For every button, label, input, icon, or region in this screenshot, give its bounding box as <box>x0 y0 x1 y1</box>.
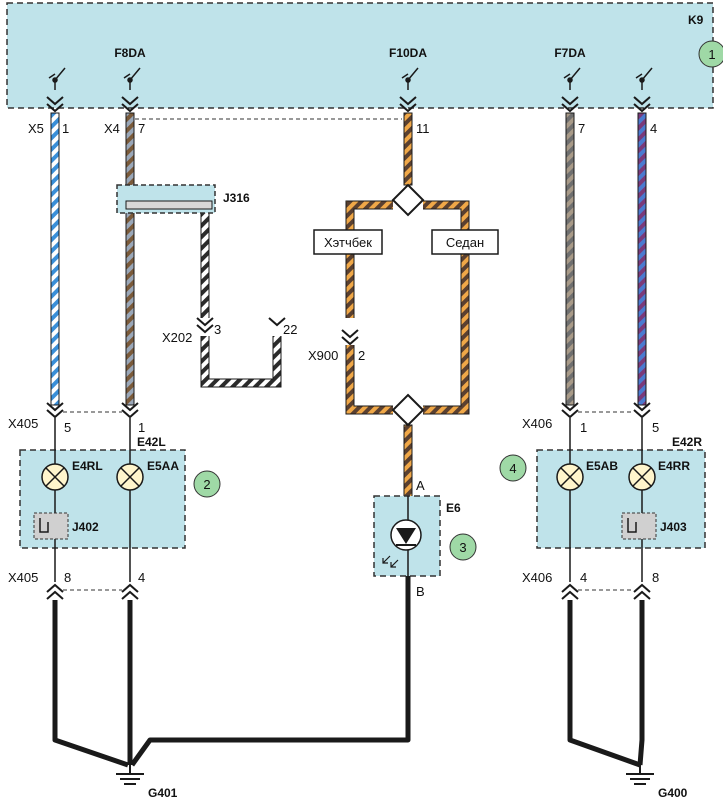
svg-text:Седан: Седан <box>446 235 484 250</box>
x405-bottom: X405 8 4 <box>8 570 145 600</box>
svg-text:X405: X405 <box>8 570 38 585</box>
svg-text:X406: X406 <box>522 416 552 431</box>
svg-text:E42R: E42R <box>672 435 702 449</box>
svg-text:E4RL: E4RL <box>72 459 103 473</box>
callout-2: 2 <box>193 470 221 498</box>
splice-diamonds <box>391 183 425 427</box>
x406-top: X406 1 5 <box>522 402 659 435</box>
conn-pin-7: 7 <box>578 121 585 136</box>
svg-text:3: 3 <box>214 322 221 337</box>
svg-text:G400: G400 <box>658 786 688 800</box>
svg-text:E5AB: E5AB <box>586 459 618 473</box>
led-icon <box>382 519 422 568</box>
ground-wires <box>52 576 645 768</box>
e6-module: A E6 B 3 <box>373 478 477 599</box>
fuse-f7da: F7DA <box>554 46 586 60</box>
svg-text:4: 4 <box>138 570 145 585</box>
conn-x5-pin: 1 <box>62 121 69 136</box>
x405-top: X405 5 1 <box>8 402 145 435</box>
svg-text:E6: E6 <box>446 501 461 515</box>
svg-text:X405: X405 <box>8 416 38 431</box>
x406-bottom: X406 4 8 <box>522 570 659 600</box>
svg-text:J316: J316 <box>223 191 250 205</box>
conn-x4-pin: 7 <box>138 121 145 136</box>
switch-symbols <box>48 67 653 90</box>
svg-text:G401: G401 <box>148 786 178 800</box>
lamp-e5ab: E5AB <box>556 459 618 491</box>
k9-module: K9 1 F8DA F10DA F7DA <box>6 2 723 109</box>
lamp-e4rr: E4RR <box>628 459 690 491</box>
ground-g401: G401 <box>116 765 178 800</box>
svg-text:E42L: E42L <box>137 435 166 449</box>
j316-splice: J316 <box>116 184 250 214</box>
lamp-e5aa: E5AA <box>116 459 179 491</box>
callout-3: 3 <box>449 533 477 561</box>
svg-text:2: 2 <box>203 477 210 492</box>
svg-text:8: 8 <box>64 570 71 585</box>
svg-text:1: 1 <box>138 420 145 435</box>
fuse-f10da: F10DA <box>389 46 427 60</box>
svg-text:22: 22 <box>283 322 297 337</box>
variant-hatchback: Хэтчбек <box>313 229 383 255</box>
k9-ref: K9 <box>688 13 704 27</box>
conn-pin-4: 4 <box>650 121 657 136</box>
svg-text:E5AA: E5AA <box>147 459 179 473</box>
relay-j403: J403 <box>621 512 687 540</box>
lamp-e4rl: E4RL <box>41 459 103 491</box>
svg-text:3: 3 <box>459 540 466 555</box>
ground-g400: G400 <box>626 765 688 800</box>
x900-connector: X900 2 <box>308 329 365 363</box>
conn-pin-11: 11 <box>416 121 430 136</box>
e42l-module: E42L E4RL E5AA J402 2 <box>19 418 221 582</box>
svg-text:X202: X202 <box>162 330 192 345</box>
svg-text:4: 4 <box>580 570 587 585</box>
svg-text:J402: J402 <box>72 520 99 534</box>
svg-text:B: B <box>416 584 425 599</box>
svg-text:A: A <box>416 478 425 493</box>
svg-text:X900: X900 <box>308 348 338 363</box>
svg-text:5: 5 <box>64 420 71 435</box>
relay-j402: J402 <box>33 512 99 540</box>
callout-1: 1 <box>698 40 723 68</box>
top-connectors <box>46 96 651 113</box>
fuse-f8da: F8DA <box>114 46 146 60</box>
conn-x4: X4 <box>104 121 120 136</box>
svg-text:Хэтчбек: Хэтчбек <box>324 235 372 250</box>
svg-text:8: 8 <box>652 570 659 585</box>
svg-text:X406: X406 <box>522 570 552 585</box>
svg-text:2: 2 <box>358 348 365 363</box>
e42r-module: E42R E5AB E4RR J403 4 <box>499 418 706 582</box>
svg-text:E4RR: E4RR <box>658 459 690 473</box>
svg-text:1: 1 <box>580 420 587 435</box>
svg-text:1: 1 <box>708 47 715 62</box>
callout-4: 4 <box>499 454 527 482</box>
svg-text:J403: J403 <box>660 520 687 534</box>
svg-text:5: 5 <box>652 420 659 435</box>
variant-sedan: Седан <box>431 229 499 255</box>
conn-x5: X5 <box>28 121 44 136</box>
x202-connector: X202 3 22 <box>162 317 297 345</box>
svg-text:4: 4 <box>509 461 516 476</box>
